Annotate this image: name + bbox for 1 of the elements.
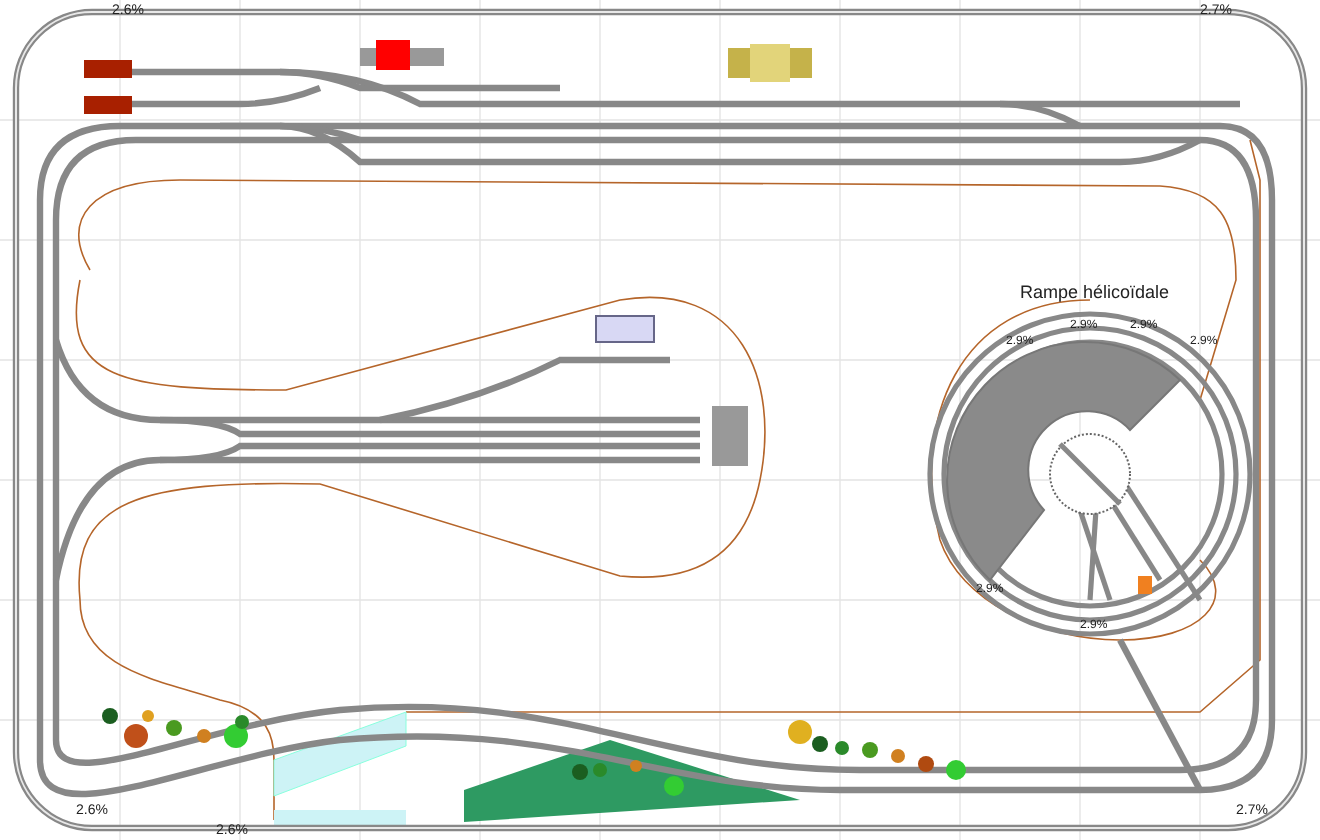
area-label: Rampe hélicoïdale xyxy=(1020,284,1170,302)
